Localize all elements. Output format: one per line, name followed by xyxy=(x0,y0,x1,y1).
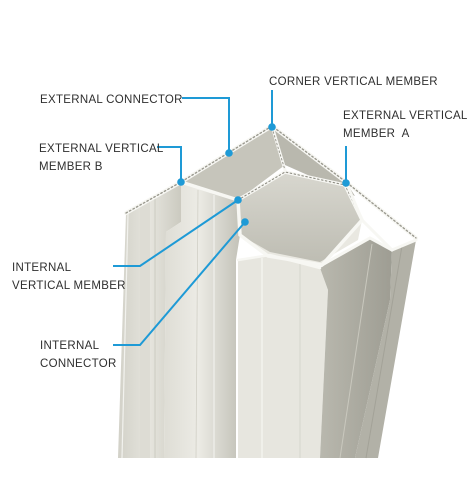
internal-vertical-panel xyxy=(238,255,328,458)
dot-external-vertical-member-a xyxy=(342,179,350,187)
leader-external-connector xyxy=(182,97,230,152)
label-internal-connector-line1: INTERNAL xyxy=(40,340,100,352)
dot-internal-vertical-member xyxy=(234,196,242,204)
label-external-vertical-member-a-line1: EXTERNAL VERTICAL xyxy=(343,110,468,122)
label-external-vertical-member-b-line2: MEMBER B xyxy=(39,161,103,173)
label-external-connector-text: EXTERNAL CONNECTOR xyxy=(40,94,183,106)
hexagon-inner-shadow xyxy=(240,220,362,265)
dot-external-vertical-member-b xyxy=(177,178,185,186)
label-internal-vertical-member-line1: INTERNAL xyxy=(12,262,72,274)
leader-dots xyxy=(177,123,350,226)
leader-internal-connector xyxy=(113,221,246,346)
label-corner-vertical-member: CORNER VERTICAL MEMBER xyxy=(269,73,438,91)
leader-lines xyxy=(113,90,347,346)
label-external-vertical-member-a-line2: MEMBER A xyxy=(343,128,410,140)
left-panel-rib xyxy=(140,200,150,458)
label-external-vertical-member-b: EXTERNAL VERTICAL MEMBER B xyxy=(39,140,164,176)
right-outer-panel xyxy=(355,240,416,458)
inner-back-wall-left xyxy=(181,126,285,200)
leader-internal-vertical-member xyxy=(113,199,239,267)
label-internal-connector: INTERNAL CONNECTOR xyxy=(40,337,117,373)
hexagon-cavity xyxy=(238,172,362,265)
label-internal-connector-line2: CONNECTOR xyxy=(40,358,117,370)
leader-external-vertical-member-b xyxy=(157,146,182,182)
dot-corner-vertical-member xyxy=(268,123,276,131)
label-internal-vertical-member-line2: VERTICAL MEMBER xyxy=(12,280,126,292)
label-external-vertical-member-b-line1: EXTERNAL VERTICAL xyxy=(39,143,164,155)
label-external-vertical-member-a: EXTERNAL VERTICAL MEMBER A xyxy=(343,107,468,143)
label-external-connector: EXTERNAL CONNECTOR xyxy=(40,91,183,109)
label-internal-vertical-member: INTERNAL VERTICAL MEMBER xyxy=(12,259,126,295)
dot-external-connector xyxy=(225,149,233,157)
label-corner-vertical-member-text: CORNER VERTICAL MEMBER xyxy=(269,76,438,88)
dot-internal-connector xyxy=(241,218,249,226)
